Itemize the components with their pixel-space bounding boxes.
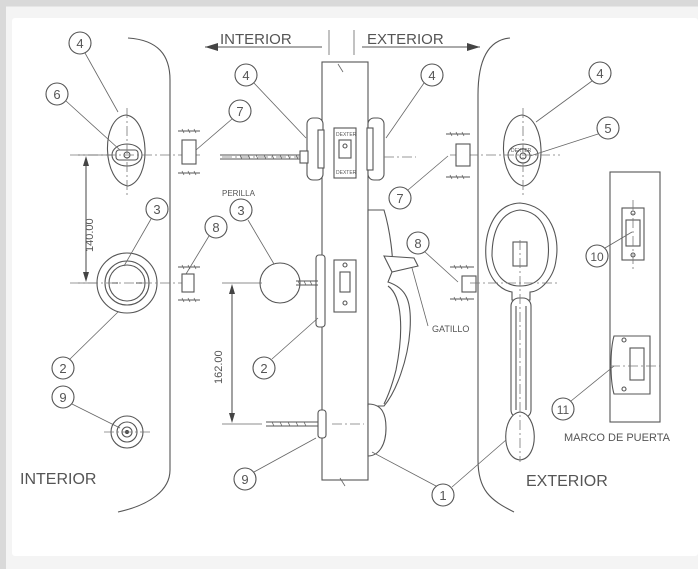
label-gatillo: GATILLO (432, 324, 469, 334)
callouts: 4 6 7 3 8 2 9 4 4 3 2 9 4 5 7 8 10 11 (45, 31, 633, 507)
callout-2-left: 2 (59, 361, 66, 376)
callout-8-right: 8 (414, 236, 421, 251)
screws-left (178, 128, 200, 303)
dim-140: 140.00 (84, 218, 96, 252)
callout-2-center: 2 (260, 361, 267, 376)
door-edge-left (117, 37, 171, 513)
thumb-latch (383, 255, 419, 273)
label-exterior: EXTERIOR (526, 473, 608, 490)
callout-3-center: 3 (237, 203, 244, 218)
bottom-rose-section (317, 409, 327, 439)
knob-perilla (259, 262, 301, 304)
callout-3-left: 3 (153, 202, 160, 217)
callout-4-center-right: 4 (428, 68, 435, 83)
grip-bottom-section (367, 403, 387, 457)
door-edge-right (477, 37, 515, 513)
callout-11: 11 (557, 403, 570, 417)
deadbolt-cylinder-exterior (502, 114, 542, 187)
label-interior: INTERIOR (20, 471, 96, 488)
callout-1: 1 (439, 488, 446, 503)
callout-7-left: 7 (236, 104, 243, 119)
callout-4-left: 4 (76, 36, 83, 51)
header-exterior: EXTERIOR (367, 31, 444, 48)
callout-7-right: 7 (396, 191, 403, 206)
handleset-grip-section (367, 209, 411, 407)
callout-5: 5 (604, 121, 611, 136)
knob-rose-section (315, 254, 326, 328)
label-perilla: PERILLA (222, 189, 256, 198)
label-marco: MARCO DE PUERTA (564, 432, 671, 444)
dim-162: 162.00 (213, 350, 225, 384)
callout-4-center-left: 4 (242, 68, 249, 83)
callout-4-right: 4 (596, 66, 603, 81)
svg-text:DEXTER: DEXTER (336, 170, 357, 176)
svg-text:DEXTER: DEXTER (511, 148, 532, 154)
callout-10: 10 (590, 250, 604, 264)
svg-text:DEXTER: DEXTER (336, 132, 357, 138)
callout-6: 6 (53, 87, 60, 102)
callout-9-center: 9 (241, 472, 248, 487)
header-interior: INTERIOR (220, 31, 292, 48)
callout-8-left: 8 (212, 220, 219, 235)
screws-right (446, 131, 477, 302)
door-frame (609, 171, 661, 423)
callout-9-left: 9 (59, 390, 66, 405)
handle-grip (510, 297, 532, 419)
